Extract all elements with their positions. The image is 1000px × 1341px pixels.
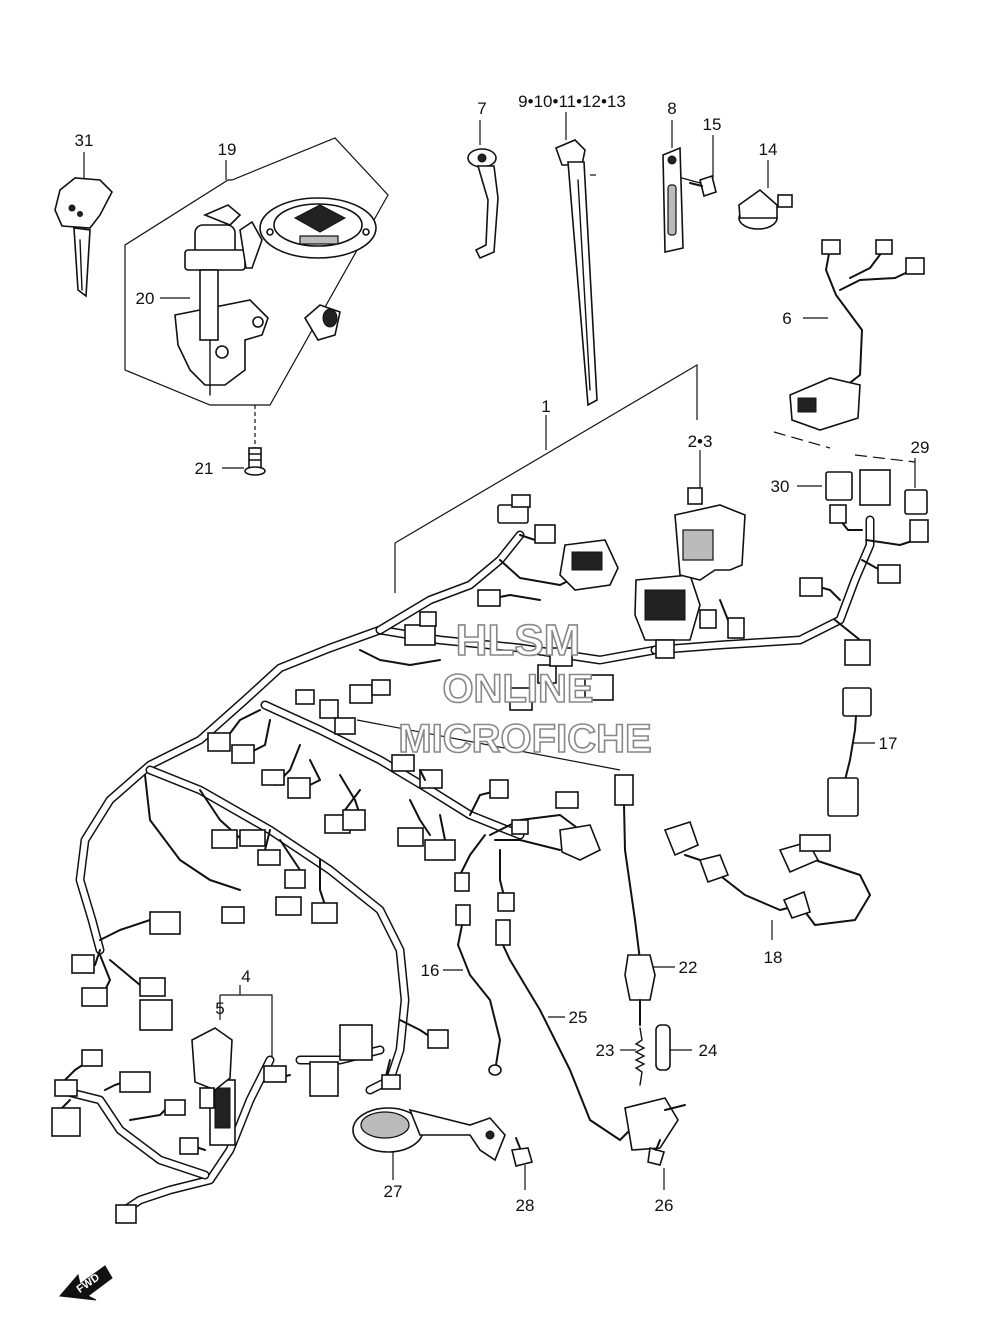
leader-lines <box>83 112 916 1190</box>
callout-29: 29 <box>911 438 930 457</box>
callout-24: 24 <box>699 1041 718 1060</box>
callout-1: 1 <box>541 397 550 416</box>
switch-22 <box>419 769 656 1026</box>
watermark-line-3: MICROFICHE <box>398 717 651 761</box>
callout-18: 18 <box>764 948 783 967</box>
callout-20: 20 <box>136 289 155 308</box>
ignition-key <box>54 177 113 298</box>
callout-17: 17 <box>879 734 898 753</box>
callout-16: 16 <box>421 961 440 980</box>
switch-lead-25 <box>495 919 686 1151</box>
callout-26: 26 <box>655 1196 674 1215</box>
ignition-switch <box>174 204 269 396</box>
callout-27: 27 <box>384 1182 403 1201</box>
bracket-8 <box>662 146 684 253</box>
callout-14: 14 <box>759 140 778 159</box>
callout-31: 31 <box>75 131 94 150</box>
bracket-7 <box>467 148 499 260</box>
connector-29 <box>904 489 928 515</box>
sub-harness-6 <box>789 239 925 431</box>
callout-9-13: 9•10•11•12•13 <box>518 92 626 111</box>
callout-22: 22 <box>679 958 698 977</box>
callout-7: 7 <box>477 99 486 118</box>
callout-15: 15 <box>703 115 722 134</box>
callout-28: 28 <box>516 1196 535 1215</box>
callout-30: 30 <box>771 477 790 496</box>
callout-6: 6 <box>782 309 791 328</box>
bolt-15 <box>681 174 717 198</box>
sub-harness-18 <box>663 821 871 926</box>
lead-wire-17 <box>827 687 872 817</box>
cover-5 <box>191 1027 233 1109</box>
watermark-line-2: ONLINE <box>442 667 593 711</box>
ground-lead-16 <box>455 904 502 1076</box>
callout-4: 4 <box>241 967 250 986</box>
forward-arrow-icon: FWD <box>59 1265 113 1301</box>
callout-5: 5 <box>215 999 224 1018</box>
callout-19: 19 <box>218 140 237 159</box>
clamp-14 <box>738 188 793 230</box>
callout-labels: 1 2•3 4 5 6 7 8 9•10•11•12•13 14 15 16 1… <box>75 92 930 1215</box>
callout-25: 25 <box>569 1008 588 1027</box>
watermark-line-1: HLSM <box>456 616 581 665</box>
horn <box>352 1107 506 1162</box>
cable-tie <box>554 139 598 407</box>
callout-8: 8 <box>667 99 676 118</box>
callout-21: 21 <box>195 459 214 478</box>
callout-2-3: 2•3 <box>688 432 713 451</box>
watermark: HLSM ONLINE MICROFICHE <box>398 615 653 762</box>
spring-23 <box>634 1027 646 1086</box>
callout-23: 23 <box>596 1041 615 1060</box>
main-wiring-harness <box>51 469 929 1224</box>
tube-24 <box>655 1024 671 1071</box>
bolt-28 <box>511 1137 533 1167</box>
screw-21 <box>244 405 266 476</box>
seat-lock-cylinder <box>303 304 341 341</box>
fuse-box <box>674 487 746 581</box>
fuel-tank-cap <box>259 197 377 259</box>
bolt-26 <box>647 1139 666 1166</box>
connector-30 <box>825 471 853 501</box>
ignition-lock-set-box <box>124 137 389 406</box>
